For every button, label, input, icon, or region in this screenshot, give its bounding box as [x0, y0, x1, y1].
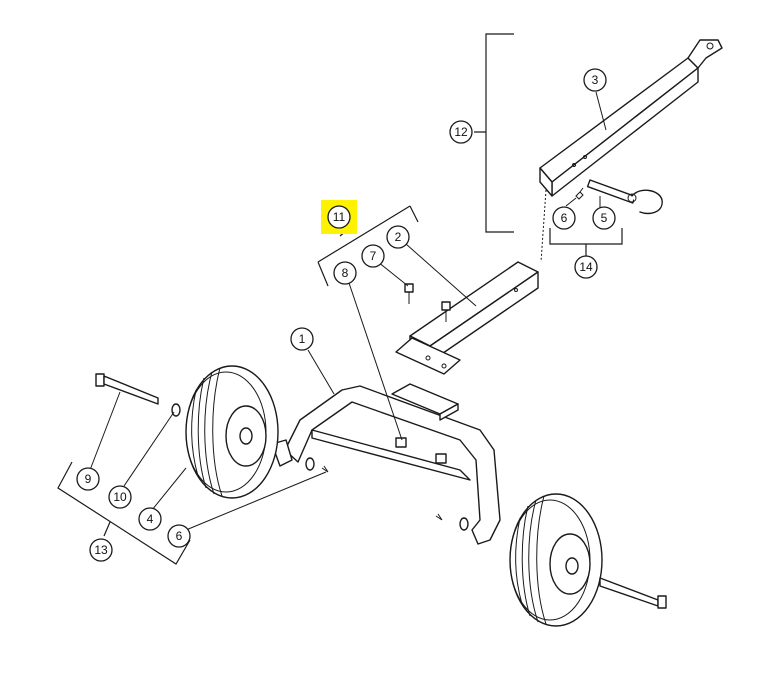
callout-12[interactable]: 12 [449, 120, 473, 144]
bracket-14 [549, 228, 623, 256]
washer-right [459, 517, 469, 531]
callout-14[interactable]: 14 [574, 255, 598, 279]
svg-text:6: 6 [176, 529, 183, 543]
svg-text:6: 6 [561, 211, 568, 225]
alignment-line [540, 189, 547, 263]
callout-5[interactable]: 5 [592, 206, 616, 230]
leader-lines [89, 91, 607, 531]
callout-4[interactable]: 4 [138, 507, 162, 531]
svg-text:5: 5 [601, 211, 608, 225]
svg-text:4: 4 [147, 512, 154, 526]
washer-mid [305, 457, 315, 471]
callout-8[interactable]: 8 [333, 261, 357, 285]
callout-3[interactable]: 3 [583, 68, 607, 92]
svg-text:1: 1 [299, 332, 306, 346]
svg-text:3: 3 [592, 73, 599, 87]
svg-text:11: 11 [333, 210, 346, 224]
bracket-12 [474, 33, 514, 233]
callout-1[interactable]: 1 [290, 327, 314, 351]
clip-pin-left [321, 465, 329, 473]
svg-text:12: 12 [454, 125, 468, 139]
bracket-11 [317, 205, 419, 287]
clip-pin-part-top [575, 187, 584, 200]
left-wheel-part [185, 365, 279, 499]
tongue-part [395, 261, 539, 375]
axle-bolt-left [95, 373, 159, 405]
axle-bolt-right [599, 577, 667, 609]
bracket-13 [57, 461, 191, 565]
svg-text:2: 2 [395, 230, 402, 244]
bolt-part-7b [441, 301, 451, 322]
tow-bar-part [539, 39, 723, 197]
svg-text:14: 14 [579, 260, 593, 274]
callout-6-top[interactable]: 6 [552, 206, 576, 230]
hitch-pin-part [586, 179, 663, 215]
callout-9[interactable]: 9 [76, 467, 100, 491]
callout-7[interactable]: 7 [361, 244, 385, 268]
svg-text:7: 7 [370, 249, 377, 263]
svg-text:8: 8 [342, 266, 349, 280]
washer-left [171, 403, 181, 417]
svg-text:9: 9 [85, 472, 92, 486]
right-wheel-part [509, 493, 603, 627]
clip-pin-right [435, 513, 443, 521]
svg-text:13: 13 [94, 543, 108, 557]
callout-10[interactable]: 10 [108, 485, 132, 509]
callout-2[interactable]: 2 [386, 225, 410, 249]
callout-13[interactable]: 13 [89, 538, 113, 562]
callout-6-bottom[interactable]: 6 [167, 524, 191, 548]
bolt-part-7a [404, 283, 414, 304]
svg-text:10: 10 [113, 490, 127, 504]
callout-11[interactable]: 11 [327, 205, 351, 229]
